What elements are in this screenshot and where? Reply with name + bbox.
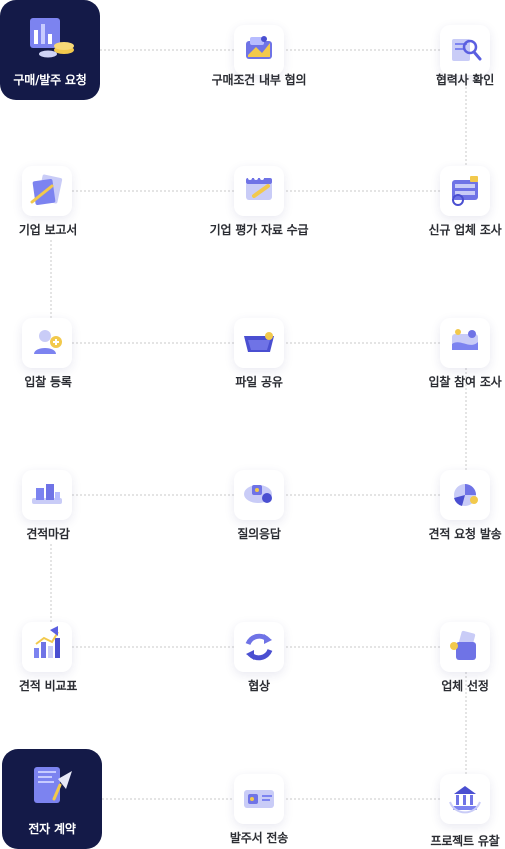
step-label: 전자 계약	[28, 822, 76, 836]
partner-check-icon	[452, 39, 482, 61]
step-label: 견적마감	[26, 527, 70, 541]
step-label: 구매조건 내부 협의	[211, 73, 307, 87]
step-label: 파일 공유	[235, 375, 283, 389]
evaluation-data-icon	[246, 176, 272, 200]
bid-registration-icon	[34, 330, 62, 354]
step-label: 프로젝트 유찰	[430, 834, 500, 848]
step-label: 발주서 전송	[229, 831, 289, 845]
quote-comparison-icon	[34, 626, 60, 658]
negotiation-icon	[245, 633, 273, 661]
step-label: 협상	[248, 679, 270, 693]
bid-participation-icon	[452, 329, 478, 350]
qna-icon	[244, 485, 272, 503]
quote-request-icon	[454, 484, 478, 506]
step-label: 기업 보고서	[18, 223, 78, 237]
step-label: 구매/발주 요청	[13, 73, 87, 87]
internal-discussion-icon	[246, 36, 272, 59]
step-label: 업체 선정	[441, 679, 489, 693]
e-contract-icon	[34, 767, 72, 803]
step-label: 협력사 확인	[435, 73, 495, 87]
project-failure-icon	[449, 786, 481, 814]
step-label: 견적 요청 발송	[428, 527, 502, 541]
step-label: 입찰 등록	[24, 375, 72, 389]
step-label: 견적 비교표	[18, 679, 78, 693]
step-label: 입찰 참여 조사	[428, 375, 502, 389]
step-label: 질의응답	[237, 527, 281, 541]
quote-deadline-icon	[32, 484, 62, 504]
new-vendor-survey-icon	[452, 176, 478, 206]
step-label: 기업 평가 자료 수급	[209, 223, 309, 237]
step-purchase-request: 구매/발주 요청	[0, 0, 100, 100]
po-send-icon	[244, 790, 274, 808]
file-share-icon	[244, 332, 274, 352]
company-report-icon	[30, 174, 63, 206]
step-e-contract: 전자 계약	[2, 749, 102, 849]
purchase-request-icon	[30, 18, 74, 58]
vendor-selection-icon	[450, 630, 476, 660]
step-label: 신규 업체 조사	[428, 223, 502, 237]
